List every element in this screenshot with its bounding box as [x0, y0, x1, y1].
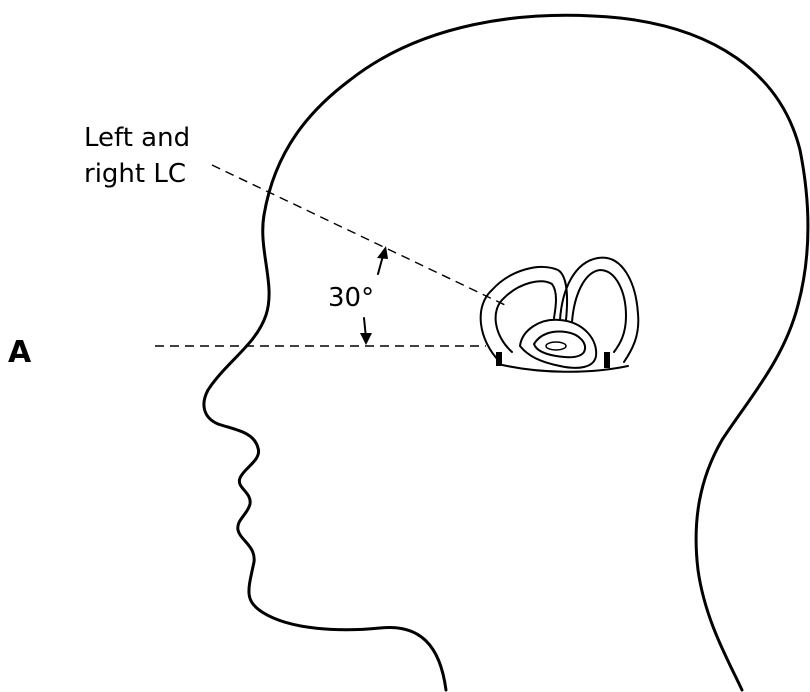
semicircular-canals: [481, 258, 639, 372]
ampulla-right: [604, 352, 610, 368]
canal-label-line2: right LC: [84, 159, 186, 189]
canal-label-line1: Left and: [84, 123, 190, 153]
angle-arrowhead-upper: [377, 246, 388, 259]
lateral-canal-inner: [534, 332, 585, 358]
angle-label: 30°: [328, 283, 374, 313]
panel-label: A: [8, 335, 32, 370]
anterior-canal-inner: [496, 281, 556, 352]
head-outline: [264, 15, 808, 690]
face-profile: [204, 215, 446, 690]
crista-detail: [546, 342, 566, 350]
ampulla-left: [496, 352, 502, 366]
angle-arrowhead-lower: [360, 333, 372, 345]
posterior-canal-inner: [572, 270, 626, 352]
